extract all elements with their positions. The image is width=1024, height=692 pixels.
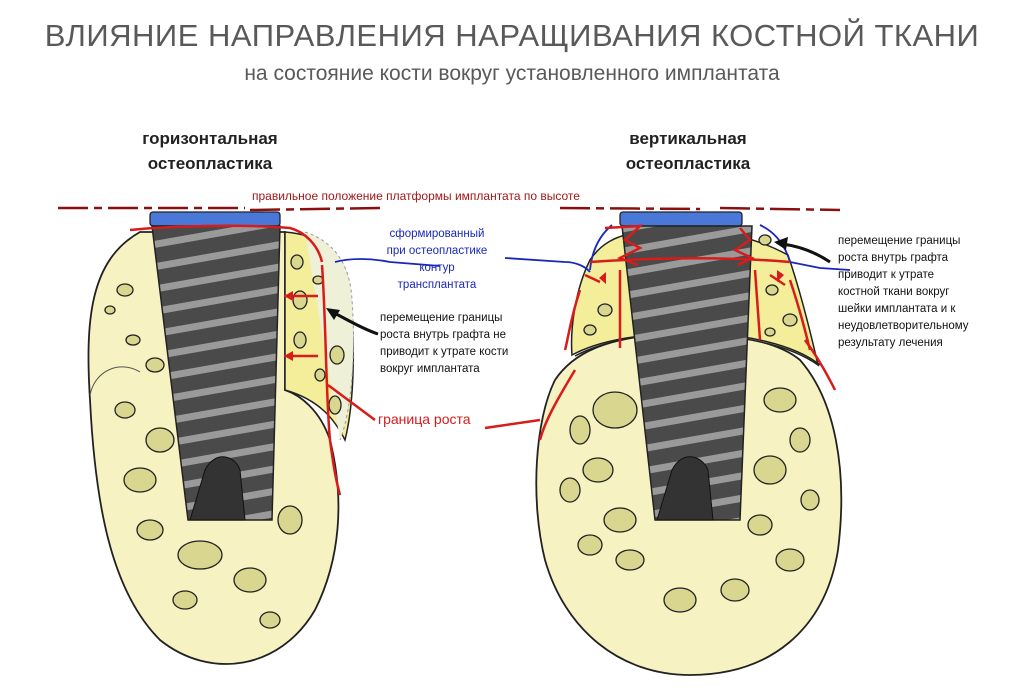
left-shift-note-line-1: перемещение границы (380, 312, 503, 324)
right-growth-arrows (599, 270, 784, 284)
left-contour-note-line-3: контур (419, 262, 455, 274)
right-pointer-arrow (774, 237, 831, 264)
left-heading-line-2: остеопластика (147, 154, 273, 173)
right-shift-note-line-3: приводит к утрате (838, 269, 935, 281)
right-heading-line-2: остеопластика (625, 154, 751, 173)
left-shift-note-line-3: приводит к утрате кости (380, 346, 509, 358)
diagram-subtitle: на состояние кости вокруг установленного… (244, 62, 780, 85)
platform-height-label: правильное положение платформы имплантат… (252, 189, 580, 203)
left-pointer-arrow (326, 308, 379, 336)
right-implant (619, 211, 753, 521)
right-bone-pores (559, 234, 820, 613)
right-heading: вертикальная остеопластика (588, 126, 788, 176)
right-shift-note-line-4: костной ткани вокруг (838, 286, 950, 298)
right-shift-note: перемещение границы роста внутрь графта … (838, 233, 1013, 352)
right-shift-note-line-1: перемещение границы (838, 235, 961, 247)
left-shift-note-line-2: роста внутрь графта не (380, 329, 507, 341)
left-growth-arrows (284, 291, 293, 361)
growth-boundary-label: граница роста (378, 411, 471, 427)
left-shift-note-line-4: вокруг имплантата (380, 363, 480, 375)
platform-height-line (58, 206, 841, 212)
left-contour-note-line-4: трансплантата (397, 279, 477, 291)
left-heading-line-1: горизонтальная (142, 129, 278, 148)
left-bone-pores (104, 254, 345, 629)
right-shift-note-line-7: результату лечения (838, 337, 943, 349)
left-heading: горизонтальная остеопластика (110, 126, 310, 176)
diagram-title: ВЛИЯНИЕ НАПРАВЛЕНИЯ НАРАЩИВАНИЯ КОСТНОЙ … (44, 18, 980, 53)
right-shift-note-line-2: роста внутрь графта (838, 252, 949, 264)
right-heading-line-1: вертикальная (629, 129, 747, 148)
left-contour-note-line-1: сформированный (389, 228, 485, 240)
right-shift-note-line-5: шейки имплантата и к (838, 303, 956, 315)
left-contour-line (334, 258, 441, 267)
right-shift-note-line-6: неудовлетворительному (838, 320, 969, 332)
left-contour-note: сформированный при остеопластике контур … (372, 226, 502, 294)
left-contour-note-line-2: при остеопластике (386, 245, 488, 257)
left-shift-note: перемещение границы роста внутрь графта … (380, 310, 550, 378)
